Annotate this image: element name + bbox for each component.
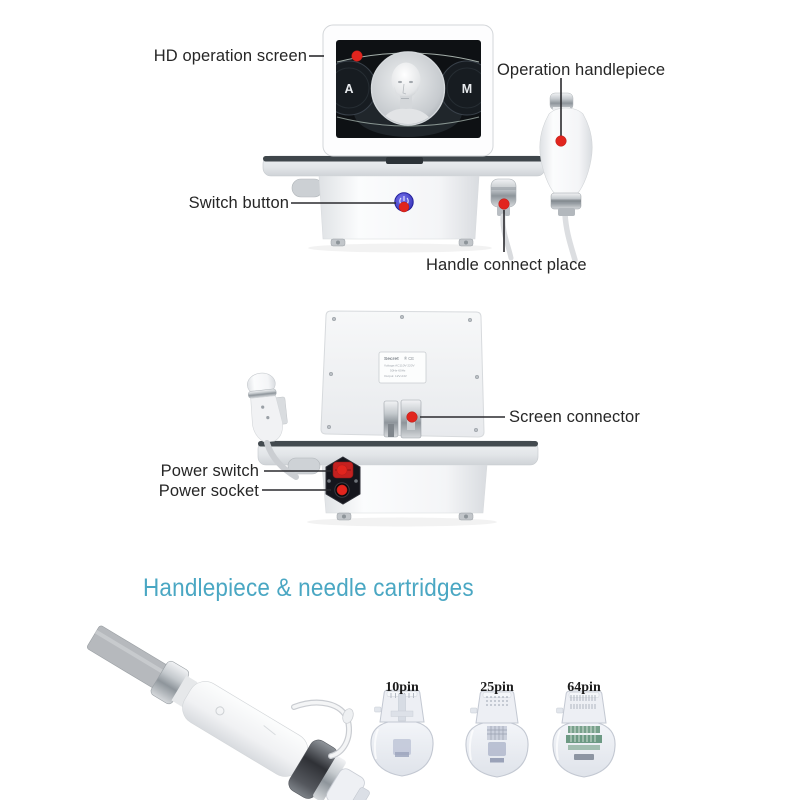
handpiece-cable (264, 440, 299, 480)
dot-operation-handlepiece (555, 135, 567, 147)
sticker-line1: Voltage:AC110V-220V (384, 364, 415, 368)
kit-handpiece (87, 625, 370, 800)
dot-switch-button (398, 201, 410, 213)
back-body (321, 464, 488, 514)
screen-a-button: A (344, 82, 353, 96)
dot-power-socket (336, 484, 348, 496)
dot-hd-screen (351, 50, 363, 62)
panel-screws (326, 314, 480, 433)
screen-content: A M (336, 51, 481, 137)
power-module (325, 456, 361, 505)
leader-lines (262, 55, 562, 491)
dot-power-switch (336, 464, 348, 476)
front-side-pocket (291, 178, 324, 198)
sticker-line2: 50Hz-60Hz (390, 369, 406, 373)
label-power-socket: Power socket (158, 482, 259, 500)
front-feet (330, 238, 474, 247)
label-cartridge-10pin: 10pin (385, 680, 419, 695)
screen-m-button: M (462, 82, 472, 96)
back-feet (336, 512, 474, 521)
dot-screen-connector (406, 411, 418, 423)
label-power-switch: Power switch (160, 462, 259, 480)
section-heading: Handlepiece & needle cartridges (143, 574, 474, 602)
label-switch-button: Switch button (188, 194, 289, 212)
label-screen-connector: Screen connector (509, 408, 640, 426)
holstered-handpiece (247, 372, 288, 443)
sticker-line3: Output: 12V-24V (384, 374, 408, 378)
screen-stand-slot (386, 157, 423, 164)
annotation-dots (336, 50, 567, 496)
label-hd-operation-screen: HD operation screen (153, 47, 307, 65)
operation-handlepiece-part (539, 92, 593, 263)
cartridge-64pin (552, 690, 616, 778)
back-side-pocket (287, 457, 321, 475)
cartridge-10pin (370, 689, 434, 777)
tube-connector (342, 708, 354, 724)
kit-illustration (87, 625, 616, 800)
front-machine-illustration: A M (262, 24, 593, 263)
sticker-brand: Secret (384, 356, 399, 362)
back-machine-illustration: Secret ® CE Voltage:AC110V-220V 50Hz-60H… (247, 310, 539, 527)
back-shadow (307, 517, 497, 527)
label-handle-connect-place: Handle connect place (426, 256, 587, 274)
back-table-edge (258, 441, 538, 447)
front-shadow (308, 243, 492, 253)
cartridge-25pin (465, 690, 529, 778)
spec-sticker: Secret ® CE Voltage:AC110V-220V 50Hz-60H… (378, 351, 427, 384)
dot-handle-connect (498, 198, 510, 210)
label-operation-handlepiece: Operation handlepiece (497, 61, 666, 79)
label-cartridge-25pin: 25pin (480, 680, 514, 695)
label-cartridge-64pin: 64pin (567, 680, 601, 695)
sticker-marks: ® CE (404, 356, 414, 361)
